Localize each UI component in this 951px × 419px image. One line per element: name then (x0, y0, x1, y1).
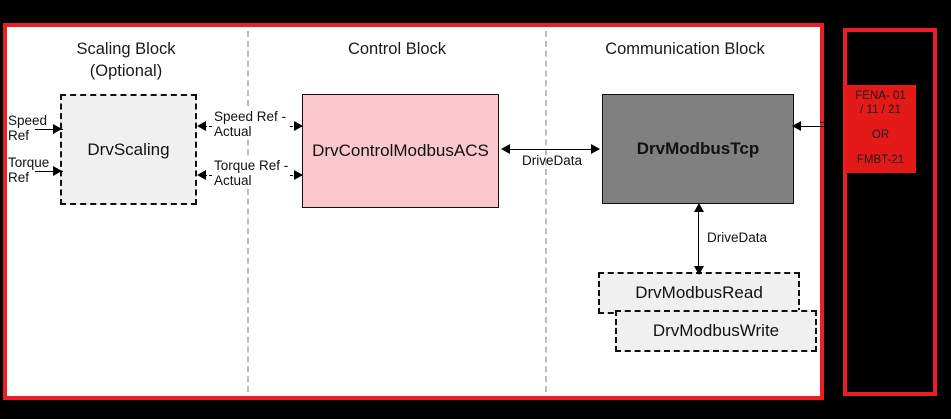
edge-label-speed-ref: Speed Ref (8, 113, 48, 143)
device-separator-or: OR (871, 129, 890, 141)
edge-label-torque-ref: Torque Ref (8, 155, 50, 185)
edge-label-speed-ref-actual: Speed Ref - Actual (212, 109, 289, 139)
arrow-device-to-tcp-line (796, 126, 828, 127)
arrow-speed-ref-actual-head-left-icon (197, 121, 206, 131)
arrow-drive-data-vertical-head-down-icon (694, 266, 704, 275)
device-chip-fieldbus-adapter[interactable]: FENA- 01 / 11 / 21 OR FMBT-21 (845, 85, 916, 173)
arrow-torque-ref-input-head-icon (53, 166, 62, 176)
section-title-scaling-block: Scaling Block (Optional) (76, 40, 176, 80)
arrow-drive-data-vertical-head-up-icon (694, 203, 704, 212)
section-title-communication-block: Communication Block (605, 40, 765, 58)
arrow-drive-data-horizontal-head-right-icon (591, 144, 600, 154)
edge-label-drive-data-vertical: DriveData (707, 230, 768, 245)
arrow-torque-ref-input-line (35, 171, 63, 172)
device-model-line-1: FENA- 01 (855, 90, 906, 102)
arrow-speed-ref-actual-head-right-icon (294, 121, 303, 131)
arrow-drive-data-horizontal-head-left-icon (501, 144, 510, 154)
edge-label-drive-data-horizontal: DriveData (521, 153, 583, 168)
block-drv-modbus-read[interactable]: DrvModbusRead (598, 272, 800, 314)
arrow-device-to-tcp-head-icon (792, 121, 801, 131)
arrow-torque-ref-actual-head-left-icon (197, 170, 206, 180)
device-frame (843, 28, 937, 396)
divider-control-communication (545, 31, 547, 392)
block-drv-scaling[interactable]: DrvScaling (60, 94, 197, 205)
arrow-torque-ref-actual-head-right-icon (294, 170, 303, 180)
divider-scaling-control (247, 31, 249, 392)
device-model-alt: FMBT-21 (856, 154, 905, 166)
arrow-drive-data-vertical-line (698, 207, 699, 273)
block-drv-modbus-write[interactable]: DrvModbusWrite (615, 310, 817, 352)
arrow-drive-data-horizontal-line (505, 149, 599, 150)
block-drv-modbus-tcp[interactable]: DrvModbusTcp (602, 94, 794, 204)
block-drv-control-modbus-acs[interactable]: DrvControlModbusACS (302, 94, 499, 208)
arrow-speed-ref-input-line (35, 129, 63, 130)
device-model-line-2: / 11 / 21 (860, 104, 901, 116)
arrow-device-gap-line (820, 122, 856, 123)
section-title-control-block: Control Block (347, 40, 447, 58)
main-diagram-panel: Scaling Block (Optional) Control Block C… (3, 23, 828, 400)
arrow-speed-ref-input-head-icon (53, 124, 62, 134)
edge-label-torque-ref-actual: Torque Ref - Actual (212, 158, 291, 188)
